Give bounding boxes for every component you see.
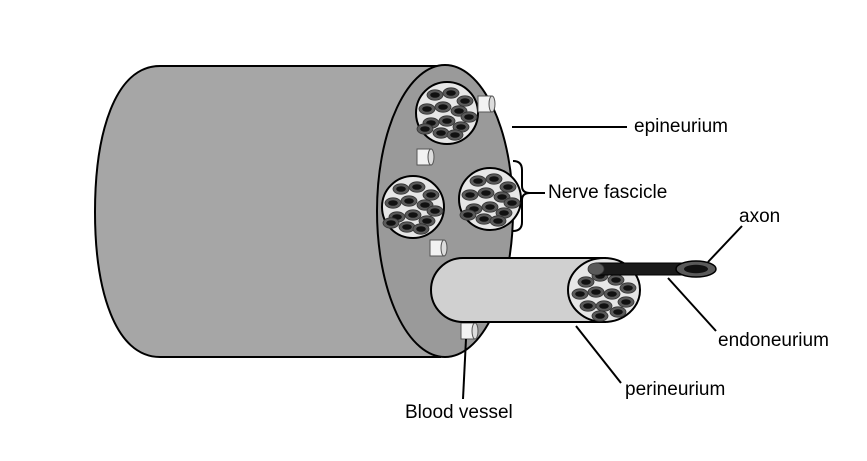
axon-cross-section — [603, 288, 621, 300]
axon-cross-section — [460, 111, 478, 123]
axon-cross-section — [408, 181, 426, 193]
axon-cross-section — [412, 223, 430, 235]
axon-cross-section — [499, 181, 517, 193]
axon-cross-section — [571, 288, 589, 300]
axon-cross-section — [416, 123, 434, 135]
axon-cross-section — [477, 187, 495, 199]
blood-vessel-4 — [460, 322, 479, 340]
axon-cross-section — [442, 87, 460, 99]
axon-cross-section — [577, 276, 595, 288]
blood-vessel-cross-sections — [416, 95, 496, 340]
blood-vessel-leader — [462, 338, 467, 400]
axon-cross-section — [489, 215, 507, 227]
axon-cross-section — [587, 286, 605, 298]
axon-cross-section — [475, 213, 493, 225]
axon-cross-section — [595, 300, 613, 312]
axon-cross-section — [607, 274, 625, 286]
axon-cross-section — [426, 89, 444, 101]
fascicle-cross-section-left — [381, 175, 445, 239]
axon-cross-section — [392, 183, 410, 195]
leader-lines — [462, 126, 743, 400]
axon-cross-section — [469, 175, 487, 187]
axon-cross-section — [617, 296, 635, 308]
epineurium-label: epineurium — [634, 116, 728, 137]
axon-cross-section — [481, 201, 499, 213]
axon-cross-section — [456, 95, 474, 107]
blood-vessel-3 — [429, 239, 448, 257]
axon-cross-section — [400, 195, 418, 207]
axon-leader — [707, 225, 743, 263]
axon-cross-section — [382, 217, 400, 229]
blood-vessel-2 — [416, 148, 435, 166]
axon-cross-section — [432, 127, 450, 139]
axon-cross-section — [461, 189, 479, 201]
axon-cross-section — [404, 209, 422, 221]
axon-cross-section — [591, 310, 609, 322]
fascicle-cross-section-right — [458, 167, 522, 231]
endoneurium-leader — [667, 277, 717, 332]
extended-axon — [587, 260, 717, 278]
axon-cross-section — [579, 300, 597, 312]
nerve-body — [93, 65, 441, 358]
axon-label: axon — [739, 206, 781, 227]
axon-cross-section — [485, 173, 503, 185]
fascicle-cross-section-top — [415, 81, 479, 145]
axon-cross-section — [418, 103, 436, 115]
axon-cross-section — [503, 197, 521, 209]
endoneurium-label: endoneurium — [718, 330, 829, 351]
axon-cross-section — [422, 189, 440, 201]
axon-cross-section — [619, 282, 637, 294]
blood-vessel-label: Blood vessel — [405, 402, 513, 423]
perineurium-label: perineurium — [625, 379, 726, 400]
axon-cross-section — [459, 209, 477, 221]
axon-cross-section — [438, 115, 456, 127]
fascicle-tube — [430, 257, 606, 323]
axon-cross-section — [426, 205, 444, 217]
perineurium-leader — [575, 325, 622, 384]
axon-cross-section — [434, 101, 452, 113]
axon-cross-section — [446, 129, 464, 141]
axon-cross-section — [609, 306, 627, 318]
extracted-fascicle — [430, 257, 717, 323]
axon-cross-section — [384, 197, 402, 209]
nerve-fascicle-label: Nerve fascicle — [548, 182, 668, 203]
axon-cross-section — [398, 221, 416, 233]
blood-vessel-1 — [477, 95, 496, 113]
